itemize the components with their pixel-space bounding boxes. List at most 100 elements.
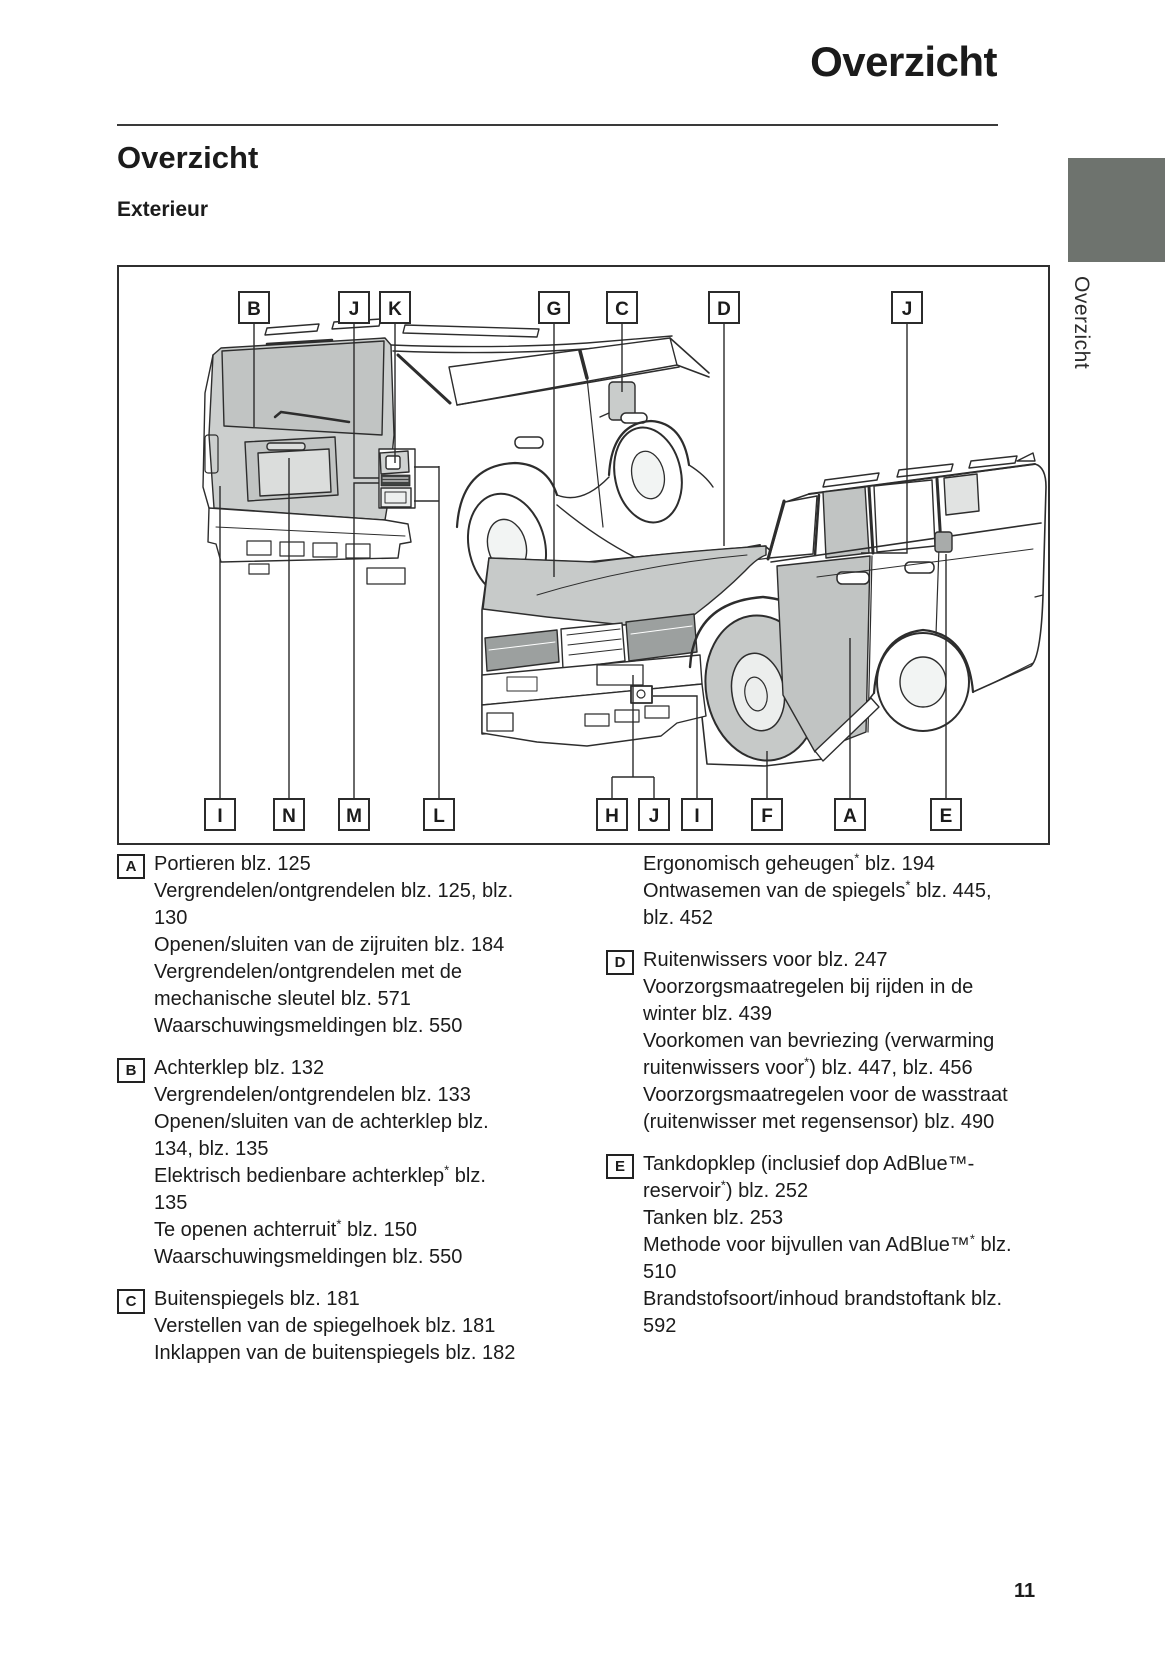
callout-box-C (606, 291, 638, 324)
front-sensor-lens (636, 689, 646, 699)
bumper-notch (312, 542, 338, 558)
skid-slot (584, 713, 610, 727)
chapter-side-tab-label: Overzicht (1070, 276, 1093, 370)
callout-box-K (379, 291, 411, 324)
leader-line (653, 695, 698, 799)
a-pillar (766, 499, 786, 561)
leader-line (353, 323, 379, 479)
tailgate-handle (266, 442, 306, 451)
roof-rail (896, 463, 954, 478)
bumper-step (248, 563, 270, 575)
taillight-upper-lens (385, 455, 401, 470)
leader-line (353, 482, 379, 799)
legend-entry: Openen/sluiten van de achterklep blz. 13… (154, 1111, 489, 1160)
hood-crease (536, 554, 748, 596)
headlight-left (484, 629, 560, 672)
legend-marker-A: A (117, 854, 145, 879)
callout-letter-C: C (615, 299, 629, 320)
taillight-lower (380, 487, 412, 508)
legend-entry: Buitenspiegels blz. 181 (154, 1288, 360, 1310)
tow-hitch (366, 567, 406, 585)
section-title: Overzicht (117, 140, 259, 175)
front-fender-line (688, 464, 714, 488)
legend-entry: Voorzorgsmaatregelen voor de wasstraat (… (643, 1084, 1008, 1133)
beltline (456, 366, 680, 406)
callout-box-F (751, 798, 783, 831)
legend-entry: Vergrendelen/ontgrendelen blz. 125, blz.… (154, 880, 514, 929)
bumper-notch (246, 540, 272, 556)
callout-letter-J: J (349, 299, 360, 320)
body-left-edge (202, 354, 214, 509)
legend-entry: Te openen achterruit* blz. 150 (154, 1216, 418, 1241)
taillight-mid-stripes (382, 477, 409, 482)
roof-rail (264, 323, 320, 336)
callout-letter-J: J (649, 806, 660, 827)
side-roofline (390, 335, 673, 354)
legend-entry: Elektrisch bedienbare achterklep* blz. 1… (154, 1162, 486, 1214)
page-number: 11 (1014, 1580, 1036, 1602)
side-marker-lamp (204, 434, 219, 474)
legend-entry: Voorkomen van bevriezing (verwarming rui… (643, 1030, 995, 1079)
skid-slot (614, 709, 640, 723)
callout-box-E (930, 798, 962, 831)
skid-slot (644, 705, 670, 719)
callout-letter-L: L (433, 806, 445, 827)
subsection-title: Exterieur (117, 198, 209, 221)
stop-lamp (265, 338, 334, 346)
legend-entry: Ergonomisch geheugen* blz. 194 (643, 850, 935, 875)
rear-door-glass (873, 479, 936, 553)
callout-letter-I: I (217, 806, 222, 827)
a-pillar-hint (669, 337, 710, 378)
callout-letter-N: N (282, 806, 296, 827)
leader-line (861, 323, 908, 554)
legend-entry: Ruitenwissers voor blz. 247 (643, 949, 888, 971)
front-license-area (596, 664, 644, 686)
callout-box-G (538, 291, 570, 324)
headlight-left-line (488, 641, 556, 651)
legend-entry: Methode voor bijvullen van AdBlue™* blz.… (643, 1231, 1012, 1283)
legend-marker-D: D (606, 950, 634, 975)
legend-entry: Vergrendelen/ontgrendelen blz. 133 (154, 1084, 471, 1106)
beltline (770, 522, 1042, 563)
front-grille (560, 622, 626, 670)
rear-bumper-detail (988, 594, 1044, 686)
side-crease (816, 548, 1034, 578)
callout-letter-I: I (694, 806, 699, 827)
callout-box-J (338, 291, 370, 324)
quarter-glass (943, 473, 980, 516)
grille-slats (566, 628, 623, 656)
callout-box-B (238, 291, 270, 324)
legend-entry: Voorzorgsmaatregelen bij rijden in de wi… (643, 976, 974, 1025)
fuel-filler-door (934, 531, 953, 553)
b-pillar (867, 485, 875, 555)
vehicle-front-view (481, 452, 1047, 767)
callout-box-J (638, 798, 670, 831)
callout-letter-H: H (605, 806, 619, 827)
legend-entry: Achterklep blz. 132 (154, 1057, 325, 1079)
pillar (813, 493, 821, 557)
rear-wiper (273, 410, 351, 424)
roof-rail-side (402, 324, 540, 338)
running-board (814, 697, 880, 762)
callout-letter-G: G (547, 299, 562, 320)
callout-letter-K: K (388, 299, 402, 320)
headlight-right (625, 613, 698, 662)
mirror-stalk (599, 412, 610, 418)
door-seam (586, 377, 604, 528)
rear-bumper (207, 507, 412, 563)
rear-rim (899, 656, 947, 708)
legend-entry: Vergrendelen/ontgrendelen met de mechani… (154, 961, 463, 1010)
callout-letter-D: D (717, 299, 731, 320)
license-plate (257, 448, 332, 497)
legend-entry: Tankdopklep (inclusief dop AdBlue™-reser… (643, 1153, 975, 1202)
